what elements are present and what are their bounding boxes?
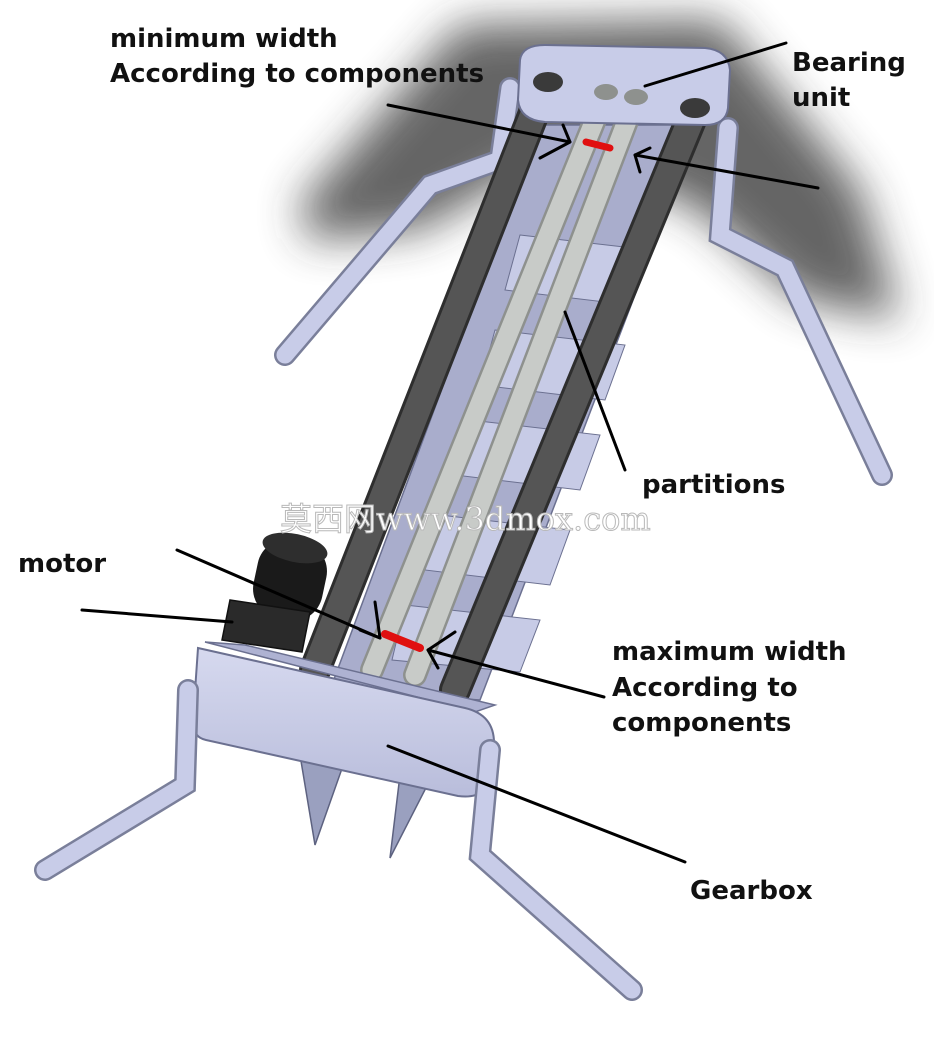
partitions-leader bbox=[563, 310, 627, 472]
min-width-leader-right bbox=[633, 153, 820, 190]
max-width-label: maximum width According to components bbox=[612, 637, 856, 738]
max-width-arrow-left bbox=[358, 600, 382, 640]
gearbox-label: Gearbox bbox=[690, 876, 813, 906]
gearbox-leader bbox=[386, 744, 687, 864]
bearing-leader bbox=[643, 41, 788, 88]
motor-label: motor bbox=[18, 549, 106, 579]
max-width-leader-right bbox=[426, 648, 606, 699]
partitions-label: partitions bbox=[642, 470, 786, 500]
gearbox-blades bbox=[299, 754, 432, 859]
bearing-unit bbox=[516, 43, 732, 127]
motor-leader bbox=[80, 608, 234, 624]
min-width-label: minimum width According to components bbox=[110, 24, 484, 89]
max-width-leader-left bbox=[175, 548, 382, 640]
min-width-arrow-right bbox=[633, 146, 652, 174]
width-markers bbox=[381, 138, 614, 652]
top-legs bbox=[274, 77, 893, 486]
min-width-leader bbox=[386, 103, 572, 144]
min-width-marker bbox=[582, 138, 614, 152]
max-width-arrow-right bbox=[426, 630, 457, 670]
motor bbox=[221, 532, 328, 653]
min-width-arrow-left bbox=[538, 123, 572, 160]
leader-lines bbox=[80, 41, 820, 864]
rods bbox=[299, 69, 711, 706]
bearing-unit-label: Bearing unit bbox=[792, 48, 915, 113]
watermark: 莫西网www.3dmox.com bbox=[280, 500, 651, 538]
max-width-marker bbox=[381, 630, 424, 652]
